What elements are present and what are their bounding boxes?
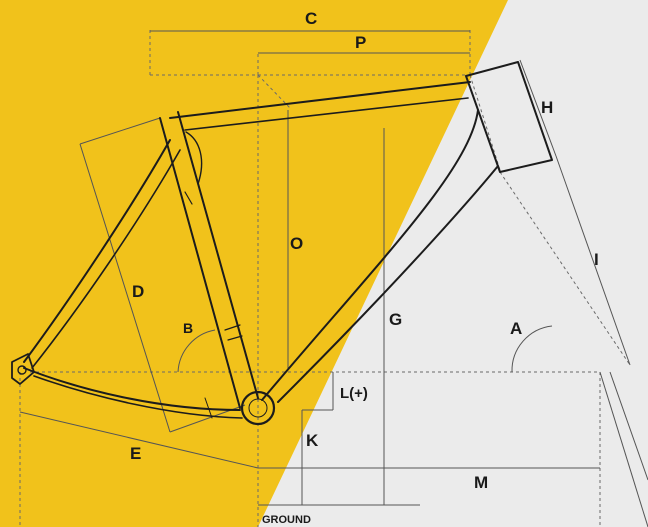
label-g: G <box>389 310 402 329</box>
dimension-labels: C P H O I D G A B L(+) K E M GROUND <box>130 9 599 526</box>
label-ground: GROUND <box>262 514 311 526</box>
bicycle-frame <box>11 61 553 426</box>
reference-lines <box>19 28 631 527</box>
label-b: B <box>183 320 193 336</box>
label-l: L(+) <box>340 385 368 402</box>
yellow-background <box>0 0 508 527</box>
label-m: M <box>474 473 488 492</box>
label-e: E <box>130 444 141 463</box>
label-d: D <box>132 282 144 301</box>
label-k: K <box>306 431 319 450</box>
label-a: A <box>510 319 522 338</box>
label-p: P <box>355 33 366 52</box>
label-h: H <box>541 98 553 117</box>
dimension-lines <box>19 30 648 527</box>
label-c: C <box>305 9 317 28</box>
label-o: O <box>290 234 303 253</box>
label-i: I <box>594 250 599 269</box>
